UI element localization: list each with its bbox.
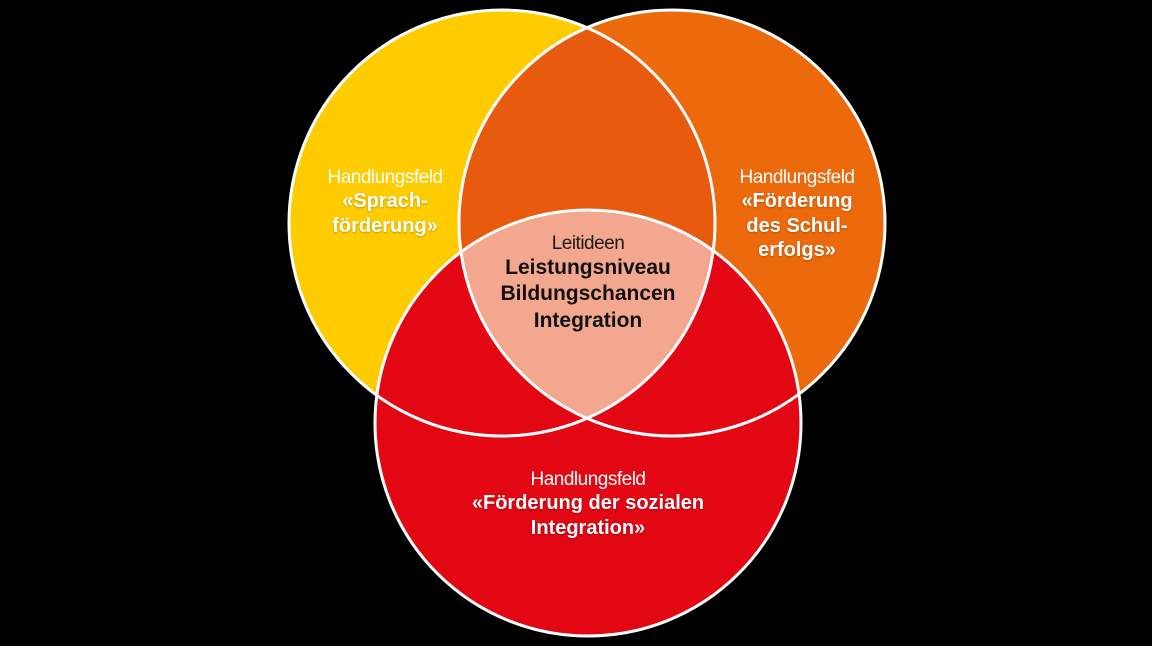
label-leitideen: Leitideen Leistungsniveau Bildungschance… <box>470 232 706 334</box>
label-prefix: Handlungsfeld <box>530 469 646 490</box>
label-line: «Sprach- <box>342 190 428 213</box>
label-line: förderung» <box>332 214 438 237</box>
label-schulerfolg: Handlungsfeld «Förderung des Schul- erfo… <box>712 166 882 262</box>
label-sprachfoerderung: Handlungsfeld «Sprach- förderung» <box>300 166 470 238</box>
label-soziale-integration: Handlungsfeld «Förderung der sozialen In… <box>420 468 756 540</box>
label-line: erfolgs» <box>758 238 836 261</box>
label-line: Integration» <box>530 516 646 539</box>
label-line: Integration <box>533 308 643 332</box>
label-line: «Förderung der sozialen <box>471 492 705 515</box>
label-prefix: Handlungsfeld <box>739 167 855 188</box>
label-line: Leistungsniveau <box>505 256 671 280</box>
label-line: «Förderung <box>741 190 853 213</box>
label-prefix: Handlungsfeld <box>327 167 443 188</box>
label-line: des Schul- <box>746 214 848 237</box>
label-line: Bildungschancen <box>500 282 676 306</box>
circle-outlines <box>287 8 887 638</box>
label-prefix: Leitideen <box>551 233 625 254</box>
